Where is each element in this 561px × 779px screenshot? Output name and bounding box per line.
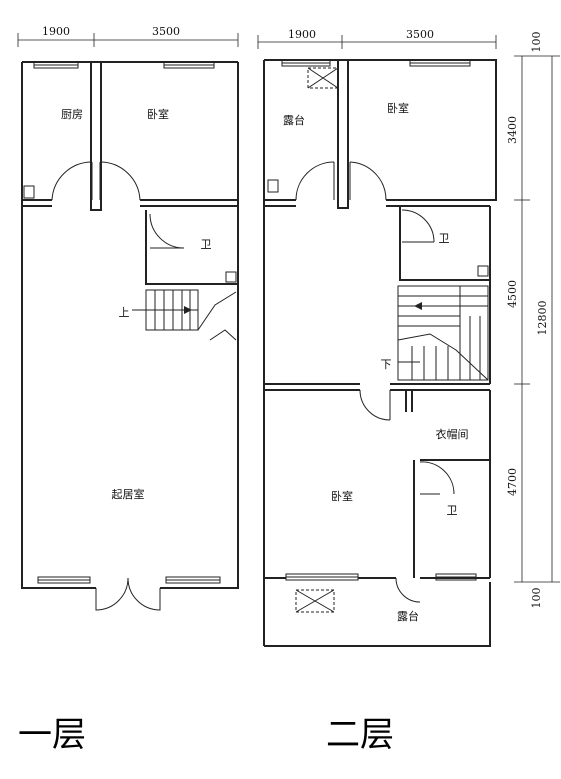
floor1-interior-walls [22,61,238,331]
floor1-dimension-line: 1900 3500 [17,25,239,47]
floor2-skylight-bottom [295,589,335,613]
floor1-stairs [132,290,237,341]
floor2-outer-walls [263,59,497,647]
floor2-skylight-top [307,67,339,89]
floor2-plan: 1900 3500 100 3400 4500 12800 4700 100 [257,28,560,647]
floor2-doors [295,161,455,603]
floor2-interior-walls [264,59,490,578]
floor2-dim-3400: 3400 [506,116,519,144]
floor2-bedroom-top-label: 卧室 [387,101,409,115]
floor2-bath-fixture [477,265,489,277]
floor1-kitchen-label: 厨房 [61,108,83,121]
floor1-dim-1900: 1900 [42,25,70,38]
floor2-bath-bottom-label: 卫 [447,504,458,517]
floor1-outer-walls [21,61,239,589]
floor2-dim-3500: 3500 [406,28,434,41]
floor1-bath-label: 卫 [201,238,212,251]
floor2-dim-4500: 4500 [506,280,519,308]
floor2-dim-1900: 1900 [288,28,316,41]
floor2-bath-top-label: 卫 [439,232,450,245]
floor1-doors [51,161,185,611]
floor2-terrace-bottom-label: 露台 [397,609,419,623]
floor1-stair-up-label: 上 [119,306,130,319]
floor1-bath-fixture [225,271,237,283]
floor2-stairs [397,285,489,381]
floor2-dim-4700: 4700 [506,468,519,496]
floor2-caption: 二层 [326,715,394,755]
floor1-plan: 1900 3500 [17,25,239,611]
floor2-dim-top-100: 100 [530,32,543,53]
floor2-bedroom-bottom-label: 卧室 [331,489,353,503]
floor2-terrace-fixture [267,179,279,193]
floor2-dim-12800: 12800 [536,301,549,336]
floor2-right-dimension-lines: 100 3400 4500 12800 4700 100 [506,32,560,609]
floor2-dim-bottom-100: 100 [530,588,543,609]
floor1-kitchen-fixture [23,185,35,199]
floor2-terrace-top-label: 露台 [283,113,305,127]
floor1-dim-3500: 3500 [152,25,180,38]
floor1-bedroom-label: 卧室 [147,107,169,121]
floor2-top-dimension-line: 1900 3500 [257,28,497,49]
floor2-stair-down-label: 下 [381,358,392,371]
floor1-living-label: 起居室 [112,487,145,501]
floor1-caption: 一层 [18,715,86,755]
floor2-closet-label: 衣帽间 [436,427,469,441]
